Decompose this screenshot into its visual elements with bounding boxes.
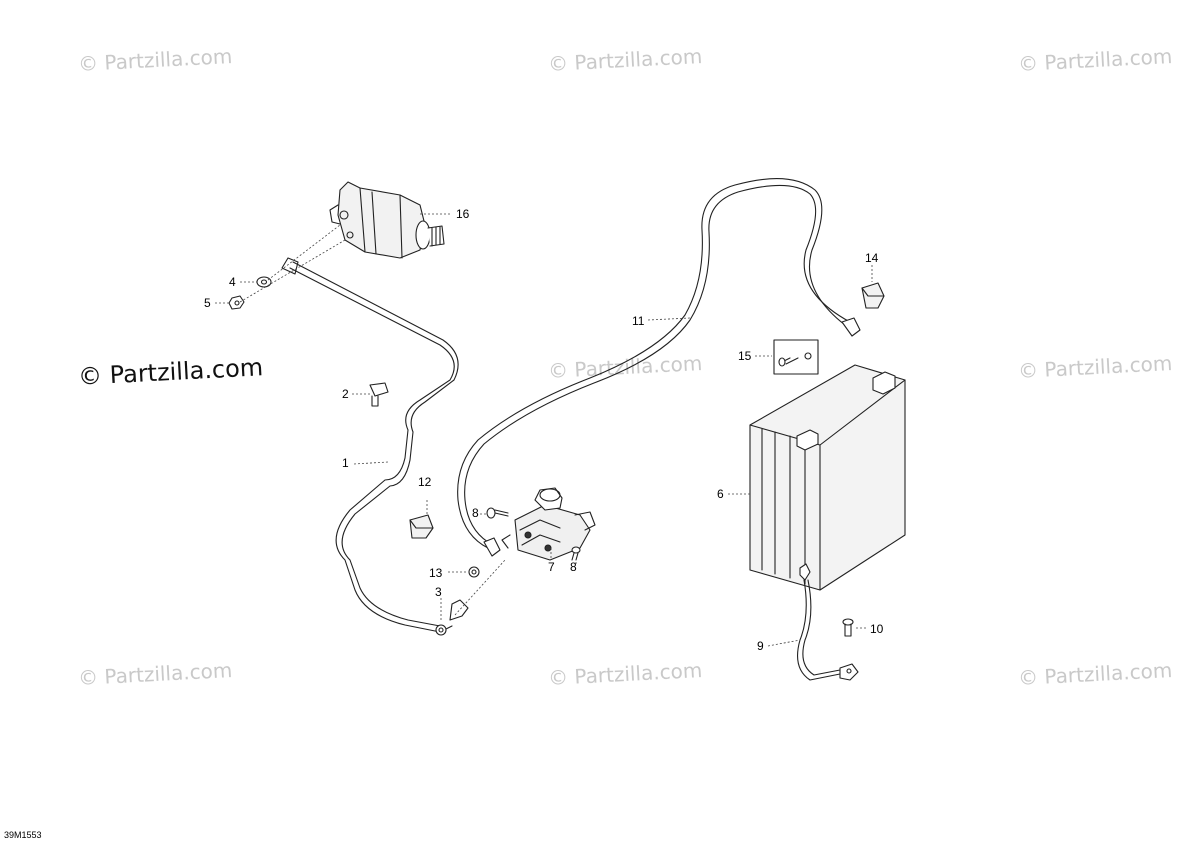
bolt-nut-kit-15[interactable] xyxy=(773,339,819,375)
callout-5[interactable]: 5 xyxy=(204,296,211,310)
screw-8b[interactable] xyxy=(571,546,581,561)
terminal-cover-14[interactable] xyxy=(861,282,885,309)
clip-2[interactable] xyxy=(369,382,389,407)
callout-11[interactable]: 11 xyxy=(632,314,645,328)
terminal-cover-12[interactable] xyxy=(409,514,434,539)
callout-8b[interactable]: 8 xyxy=(570,560,577,574)
callout-3[interactable]: 3 xyxy=(435,585,442,599)
callout-15[interactable]: 15 xyxy=(738,349,752,363)
callout-1[interactable]: 1 xyxy=(342,456,349,470)
callout-4[interactable]: 4 xyxy=(229,275,236,289)
battery-cable[interactable] xyxy=(457,178,861,557)
washer-4[interactable] xyxy=(256,276,272,288)
callout-13[interactable]: 13 xyxy=(429,566,443,580)
callout-9[interactable]: 9 xyxy=(757,639,764,653)
starter-motor[interactable] xyxy=(329,181,445,259)
nut-13[interactable] xyxy=(468,566,480,578)
starter-cable[interactable] xyxy=(281,257,469,633)
callout-8a[interactable]: 8 xyxy=(472,506,479,520)
bolt-10[interactable] xyxy=(842,618,854,637)
battery-6[interactable] xyxy=(749,364,906,591)
callout-10[interactable]: 10 xyxy=(870,622,884,636)
callout-16[interactable]: 16 xyxy=(456,207,470,221)
nut-5[interactable] xyxy=(228,295,245,310)
diagram-code: 39M1553 xyxy=(4,830,42,840)
solenoid[interactable] xyxy=(501,487,596,561)
callout-7[interactable]: 7 xyxy=(548,560,555,574)
screw-8a[interactable] xyxy=(486,507,509,519)
nut-3[interactable] xyxy=(435,624,447,636)
callout-12[interactable]: 12 xyxy=(418,475,432,489)
callout-6[interactable]: 6 xyxy=(717,487,724,501)
callout-2[interactable]: 2 xyxy=(342,387,349,401)
callout-14[interactable]: 14 xyxy=(865,251,879,265)
